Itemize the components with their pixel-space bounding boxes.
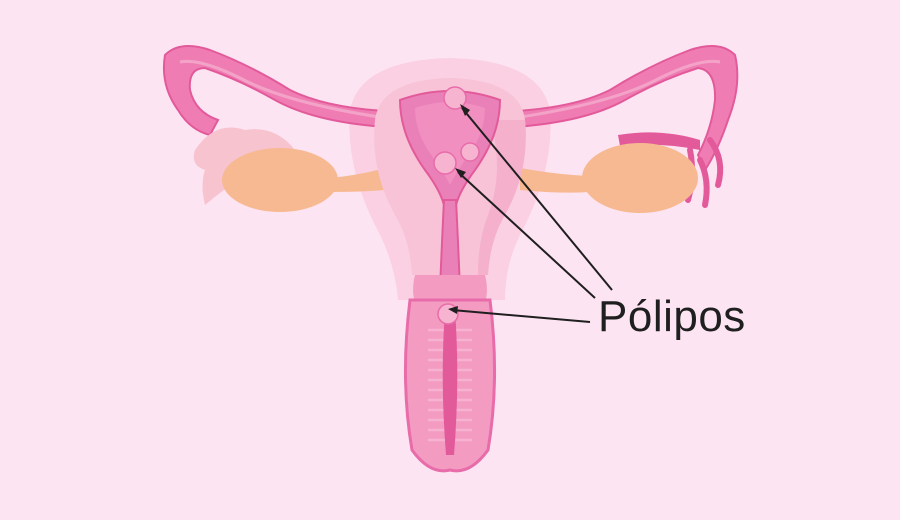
right-tube-tip: [618, 132, 700, 150]
arrow-head-cavity: [455, 168, 466, 178]
arrow-head-cervical: [448, 306, 458, 314]
left-ovarian-ligament: [330, 168, 385, 192]
arrow-heads: [448, 104, 470, 314]
right-tube-inner-lines: [499, 59, 721, 122]
left-fallopian-tube: [162, 45, 406, 137]
arrow-head-fundus: [460, 104, 470, 116]
pointer-lines: [451, 107, 613, 323]
right-ovary: [582, 143, 698, 213]
pointer-line-fundus: [461, 107, 613, 291]
right-ovarian-ligament: [520, 168, 590, 193]
cavity-inner: [415, 102, 485, 185]
polyps-label: Pólipos: [598, 292, 746, 341]
pointer-line-cavity: [457, 171, 596, 299]
vaginal-canal: [442, 310, 458, 455]
uterus-side-shade: [478, 120, 526, 275]
polyp-fundus: [443, 86, 467, 110]
left-tube-inner-lines: [179, 59, 401, 122]
polyp-lower-cavity: [433, 151, 457, 175]
pointer-line-cervical: [451, 309, 591, 323]
polyp-uterine-wall: [460, 142, 480, 162]
left-ovary: [222, 148, 338, 212]
